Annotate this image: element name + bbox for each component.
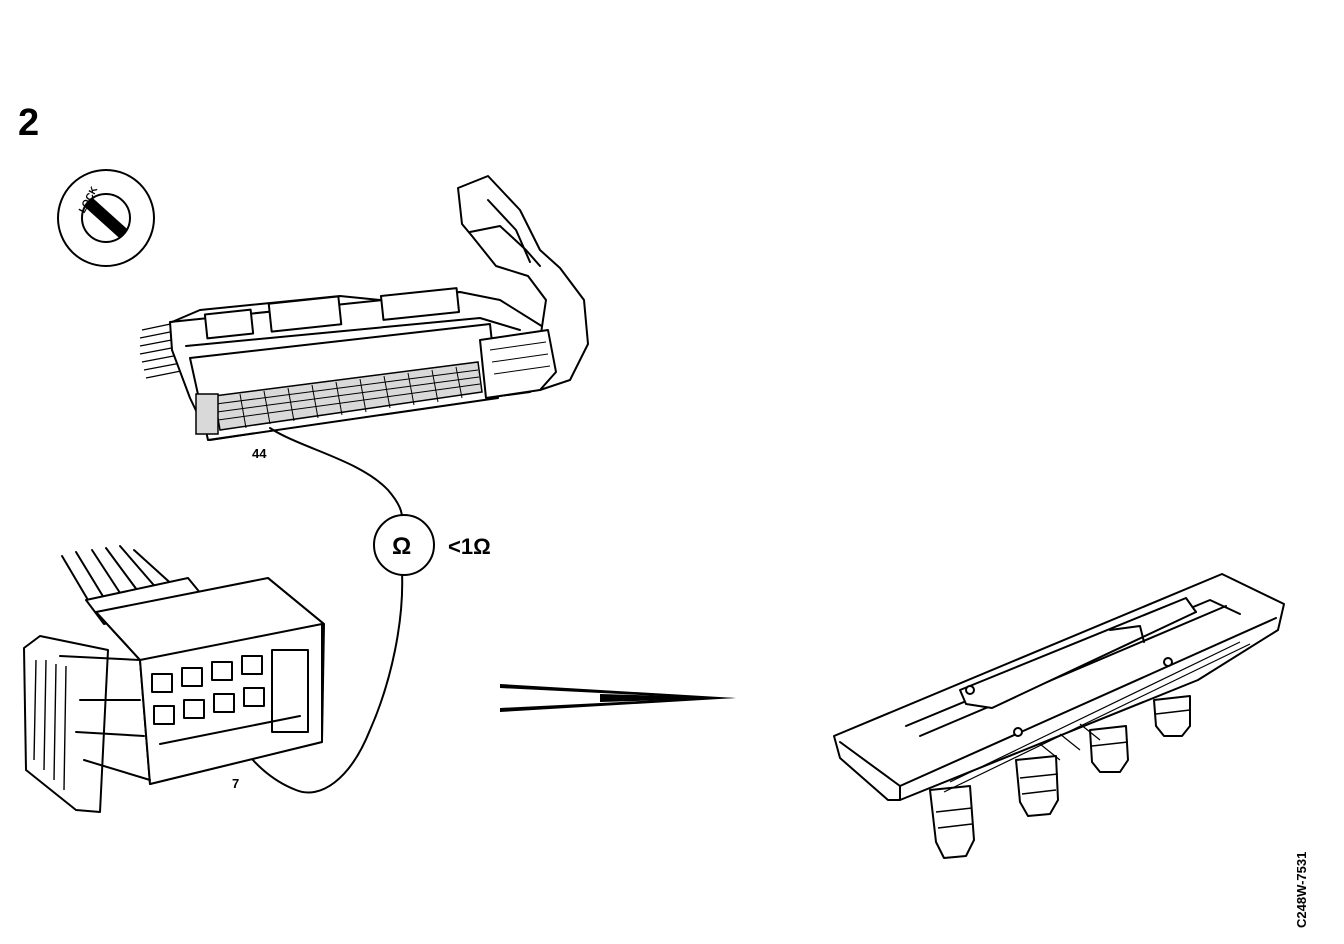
test-lead-ecu: [269, 427, 403, 519]
ohmmeter-icon: Ω: [373, 514, 435, 576]
step-number: 2: [18, 102, 40, 144]
test-lead-coil: [225, 571, 404, 794]
coil-pin-label: 7: [232, 776, 239, 791]
direction-arrow-icon: [500, 684, 736, 712]
resistance-spec: <1Ω: [448, 534, 491, 559]
ignition-lock-icon: LOCK: [57, 169, 155, 267]
coil-connector-illustration: 7: [23, 545, 325, 813]
ignition-coil-pack-illustration: [833, 573, 1285, 859]
ohm-symbol: Ω: [392, 533, 411, 560]
ecu-pin-label: 44: [252, 446, 267, 461]
ecu-connector-illustration: 44: [139, 175, 589, 461]
figure-code: C248W-7531: [1294, 852, 1309, 928]
